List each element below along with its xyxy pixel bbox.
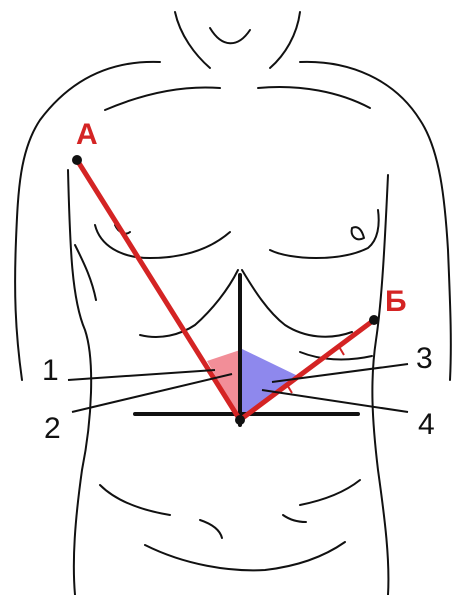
clavicle-left	[105, 87, 220, 110]
abdomen-right	[300, 480, 360, 505]
label-point-a: А	[76, 120, 98, 150]
point-a-dot	[72, 155, 82, 165]
label-number-1: 1	[42, 356, 59, 386]
costal-arch-right	[242, 270, 352, 337]
rib-line-right	[300, 352, 372, 359]
shoulder-left	[15, 62, 160, 380]
navel-line-2	[283, 515, 306, 522]
nipple-right	[352, 227, 364, 239]
tick-marks	[286, 345, 344, 393]
neck-left	[175, 12, 210, 68]
throat-line	[210, 28, 250, 43]
callout-3-line	[272, 364, 408, 382]
line-a-to-vertex	[77, 160, 240, 420]
clavicle-right	[258, 87, 370, 108]
chest-left	[95, 225, 230, 258]
callout-2-line	[72, 374, 232, 412]
point-b-dot	[369, 315, 379, 325]
lower-abdomen	[145, 542, 345, 570]
label-point-b: Б	[385, 287, 407, 317]
label-number-2: 2	[44, 414, 61, 444]
label-number-4: 4	[418, 410, 435, 440]
navel-line	[200, 520, 222, 538]
callout-4-line	[262, 390, 408, 412]
label-number-3: 3	[416, 344, 433, 374]
vertex-dot	[235, 415, 245, 425]
left-side	[68, 170, 91, 595]
abdomen-left	[100, 485, 170, 515]
neck-right	[270, 12, 300, 68]
chest-fold-left	[75, 245, 96, 300]
shoulder-right	[300, 62, 451, 380]
